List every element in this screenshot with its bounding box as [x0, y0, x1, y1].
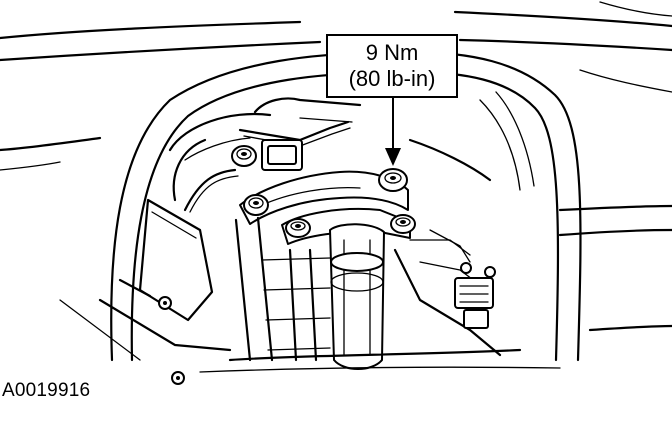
torque-imperial: (80 lb-in): [348, 66, 436, 91]
steering-column-shaft: [329, 223, 385, 370]
column-support: [199, 216, 561, 373]
lower-panel-left: [59, 198, 232, 385]
figure-id: A0019916: [2, 380, 91, 401]
torque-metric: 9 Nm: [365, 40, 419, 65]
bolt-bottom-right: [390, 214, 416, 234]
bolt-left-upper: [231, 145, 257, 167]
bolt-top-right: [378, 168, 408, 192]
torque-callout: 9 Nm (80 lb-in): [326, 34, 458, 98]
leader-arrowhead: [385, 148, 401, 166]
wiring-harness: [183, 120, 351, 213]
right-connectors: [429, 229, 496, 329]
callout-leader: [385, 98, 401, 166]
bolt-left-lower: [243, 194, 269, 216]
dashboard-outline: [0, 1, 672, 332]
bolt-center: [285, 218, 311, 238]
column-housing: [168, 97, 492, 202]
